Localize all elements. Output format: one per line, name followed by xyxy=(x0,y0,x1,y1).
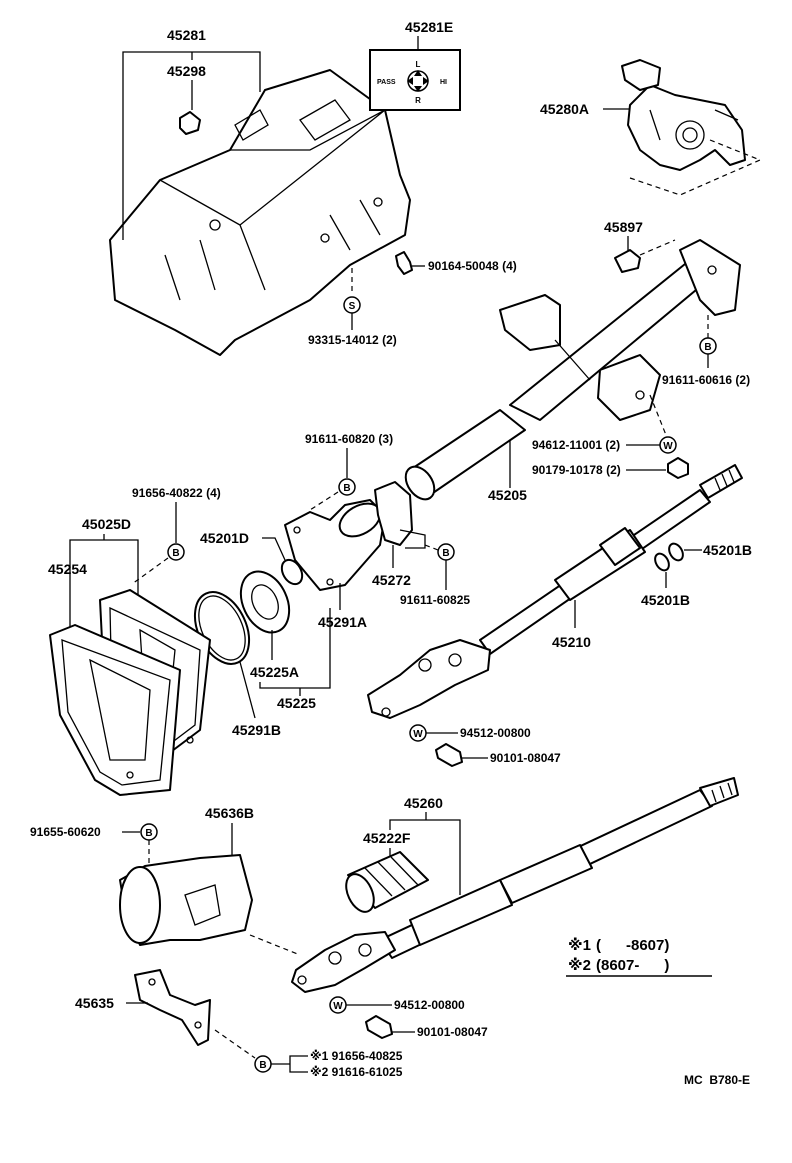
label-45025D: 45025D xyxy=(82,516,131,532)
footer-code: MC B780-E xyxy=(684,1073,750,1087)
label-45281E: 45281E xyxy=(405,19,453,35)
label-94612: 94612-11001 (2) xyxy=(532,438,620,452)
badge-b-91656-40822: B xyxy=(167,543,185,561)
badge-b-91655: B xyxy=(140,823,158,841)
legend-row2-text: (8607- ) xyxy=(596,957,669,974)
badge-b-91611-60616: B xyxy=(699,337,717,355)
label-45225: 45225 xyxy=(277,695,316,711)
badge-w-94512-lower: W xyxy=(329,996,347,1014)
column-cover-upper xyxy=(109,69,411,356)
bracket-45635 xyxy=(134,969,211,1046)
svg-text:B: B xyxy=(343,483,350,494)
badge-b-note: B xyxy=(254,1055,272,1073)
label-45897: 45897 xyxy=(604,219,643,235)
clamp-45272 xyxy=(374,481,426,549)
label-90179: 90179-10178 (2) xyxy=(532,463,621,477)
label-45201B-lower: 45201B xyxy=(641,592,690,608)
label-note-1: ※1 91656-40825 xyxy=(310,1049,403,1063)
bolt-45897 xyxy=(614,249,641,273)
legend-row1-mark: ※1 xyxy=(568,936,591,954)
clip-45298 xyxy=(179,111,201,135)
svg-text:W: W xyxy=(413,729,423,740)
label-45291B: 45291B xyxy=(232,722,281,738)
label-45636B: 45636B xyxy=(205,805,254,821)
badge-b-91611-60820: B xyxy=(338,478,356,496)
snap-ring-45201D xyxy=(280,558,304,586)
universal-joint-lower xyxy=(291,931,396,993)
label-45291A: 45291A xyxy=(318,614,367,630)
label-94512-upper: 94512-00800 xyxy=(460,726,531,740)
label-93315: 93315-14012 (2) xyxy=(308,333,397,347)
label-45201B-upper: 45201B xyxy=(703,542,752,558)
label-45272: 45272 xyxy=(372,572,411,588)
label-45222F: 45222F xyxy=(363,830,411,846)
column-hole-cover-45291A xyxy=(284,499,386,591)
label-90164: 90164-50048 (4) xyxy=(428,259,517,273)
universal-joint-upper xyxy=(367,639,491,719)
bolt-90164 xyxy=(395,251,413,275)
switch-label-top: L xyxy=(416,60,421,69)
label-94512-lower: 94512-00800 xyxy=(394,998,465,1012)
label-91655: 91655-60620 xyxy=(30,825,101,839)
label-91611-60825: 91611-60825 xyxy=(400,593,470,607)
snap-ring-45201B-upper xyxy=(668,542,684,562)
label-45280A: 45280A xyxy=(540,101,589,117)
cover-45636B xyxy=(119,854,253,946)
svg-text:B: B xyxy=(172,548,179,559)
svg-text:S: S xyxy=(349,301,356,312)
label-45635: 45635 xyxy=(75,995,114,1011)
badge-s-93315: S xyxy=(343,296,361,314)
panel-45254 xyxy=(49,624,181,796)
label-45225A: 45225A xyxy=(250,664,299,680)
switch-label-left: PASS xyxy=(377,79,396,86)
intermediate-shaft-45210 xyxy=(479,464,743,655)
label-91611-60820: 91611-60820 (3) xyxy=(305,432,393,446)
combination-switch xyxy=(621,59,746,171)
switch-plate: L R PASS HI xyxy=(369,49,461,111)
nut-90179 xyxy=(667,457,689,479)
boot-45222F xyxy=(345,851,429,913)
badge-w-94512-upper: W xyxy=(409,724,427,742)
label-45210: 45210 xyxy=(552,634,591,650)
legend-row1-text: ( -8607) xyxy=(596,937,669,954)
label-90101-lower: 90101-08047 xyxy=(417,1025,488,1039)
label-45281: 45281 xyxy=(167,27,206,43)
svg-text:B: B xyxy=(442,548,449,559)
label-45205: 45205 xyxy=(488,487,527,503)
bearing-45225A xyxy=(239,570,291,634)
label-note-2: ※2 91616-61025 xyxy=(310,1065,403,1079)
label-45298: 45298 xyxy=(167,63,206,79)
label-91656-40822: 91656-40822 (4) xyxy=(132,486,221,500)
svg-text:W: W xyxy=(333,1001,343,1012)
legend-row2-mark: ※2 xyxy=(568,956,591,974)
badge-w-94612: W xyxy=(659,436,677,454)
bolt-90101-upper xyxy=(435,743,463,767)
svg-text:B: B xyxy=(704,342,711,353)
svg-text:B: B xyxy=(145,828,152,839)
lower-tube xyxy=(404,409,526,501)
svg-text:B: B xyxy=(259,1060,266,1071)
label-45260: 45260 xyxy=(404,795,443,811)
switch-label-bottom: R xyxy=(415,96,421,105)
label-90101-upper: 90101-08047 xyxy=(490,751,561,765)
column-tube-with-bracket xyxy=(499,239,741,421)
switch-label-right: HI xyxy=(440,79,447,86)
svg-text:W: W xyxy=(663,441,673,452)
date-legend: ※1 ( -8607) ※2 (8607- ) xyxy=(566,936,712,977)
badge-b-91611-60825: B xyxy=(437,543,455,561)
label-91611-60616: 91611-60616 (2) xyxy=(662,373,750,387)
main-shaft-45260 xyxy=(379,777,739,959)
bolt-90101-lower xyxy=(365,1015,393,1039)
label-45201D: 45201D xyxy=(200,530,249,546)
snap-ring-45201B-lower xyxy=(654,552,670,572)
label-45254: 45254 xyxy=(48,561,87,577)
